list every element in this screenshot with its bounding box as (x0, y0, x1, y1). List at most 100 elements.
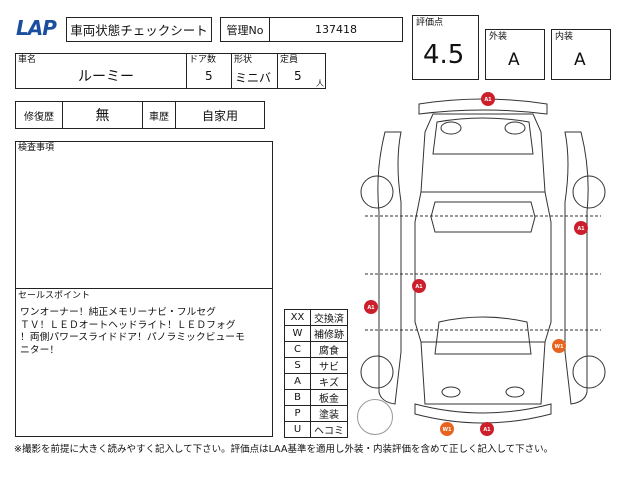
score-box: 評価点 4.5 (412, 15, 479, 80)
car-roof-outline (418, 98, 548, 115)
damage-marker (364, 300, 378, 314)
interior-box: 内装 A (551, 29, 611, 80)
kanri-label-cell: 管理No (220, 17, 270, 42)
legend-meaning: 腐食 (310, 341, 348, 358)
legend-meaning: 板金 (310, 389, 348, 406)
legend-code: S (284, 357, 311, 374)
capacity-unit: 人 (316, 79, 324, 88)
score-label: 評価点 (416, 18, 444, 28)
car-right-side (564, 131, 589, 405)
legend-code: B (284, 389, 311, 406)
car-cabin (430, 201, 536, 233)
car-windshield (432, 117, 534, 155)
exterior-value: A (508, 50, 520, 70)
doors-value: 5 (205, 69, 213, 83)
legend-code: C (284, 341, 311, 358)
doors-label: ドア数 (189, 55, 217, 65)
legend-meaning: キズ (310, 373, 348, 390)
damage-marker (481, 92, 495, 106)
sales-point-line: ニター！ (20, 344, 60, 356)
footer-note: ※撮影を前提に大きく読みやすく記入して下さい。評価点はLAA基準を適用し外装・内… (14, 444, 554, 455)
sales-points-box: セールスポイント ワンオーナー！純正メモリーナビ・フルセグ ＴＶ！ＬＥＤオートヘ… (15, 288, 273, 437)
damage-marker-code: A1 (483, 427, 491, 433)
kanri-label: 管理No (226, 23, 264, 37)
kanri-value: 137418 (315, 23, 357, 36)
legend-meaning: 交換済 (310, 309, 348, 326)
capacity-cell: 定員 5 人 (277, 53, 326, 89)
damage-marker (552, 339, 566, 353)
usage-value-cell: 自家用 (175, 101, 265, 129)
sales-point-line: ！両側パワースライドドア！パノラミックビューモ (20, 332, 245, 343)
interior-value: A (574, 50, 586, 70)
damage-marker-code: A1 (367, 305, 375, 311)
sheet-title-box: 車両状態チェックシート (66, 17, 212, 42)
legend-code: P (284, 405, 311, 422)
damage-marker-code: A1 (415, 284, 423, 290)
car-left-side (377, 131, 402, 405)
repair-value-cell: 無 (62, 101, 143, 129)
exterior-label: 外装 (489, 32, 508, 42)
inspection-label: 検査事項 (18, 143, 55, 153)
damage-marker-code: A1 (577, 226, 585, 232)
legend-code: U (284, 421, 311, 438)
usage-value: 自家用 (201, 108, 238, 123)
usage-label: 車歴 (149, 111, 169, 123)
car-rear-body (420, 341, 546, 405)
legend-meaning: サビ (310, 357, 348, 374)
car-main-body (414, 191, 552, 343)
damage-marker (574, 221, 588, 235)
wheel-front-left (360, 175, 394, 209)
sales-points-label: セールスポイント (18, 291, 91, 301)
wheel-front-right (572, 175, 606, 209)
legend-meaning: 補修跡 (310, 325, 348, 342)
capacity-label: 定員 (280, 55, 299, 65)
vehicle-name-label: 車名 (18, 55, 37, 65)
doors-cell: ドア数 5 (186, 53, 232, 89)
legend-meaning: ヘコミ (310, 421, 348, 438)
kanri-value-cell: 137418 (269, 17, 403, 42)
legend-code: XX (284, 309, 311, 326)
shape-value: ミニバ (235, 71, 272, 85)
vehicle-name-cell: 車名 ルーミー (15, 53, 187, 89)
vehicle-name-value: ルーミー (78, 69, 134, 85)
car-front-hood (420, 113, 546, 193)
repair-label-cell: 修復歴 (15, 101, 63, 129)
usage-label-cell: 車歴 (142, 101, 176, 129)
shape-cell: 形状 ミニバ (231, 53, 278, 89)
wheel-rear-right (572, 355, 606, 389)
damage-marker-code: W1 (555, 344, 565, 350)
stamp-circle (357, 399, 393, 435)
repair-label: 修復歴 (24, 111, 54, 123)
damage-marker (412, 279, 426, 293)
legend-code: W (284, 325, 311, 342)
sales-point-line: ワンオーナー！純正メモリーナビ・フルセグ (20, 307, 216, 318)
exterior-box: 外装 A (485, 29, 545, 80)
capacity-value: 5 (294, 69, 302, 83)
damage-marker-code: A1 (484, 97, 492, 103)
sales-points-text: ワンオーナー！純正メモリーナビ・フルセグ ＴＶ！ＬＥＤオートヘッドライト！ＬＥＤ… (20, 307, 245, 357)
lap-logo: LAP (16, 16, 57, 40)
interior-label: 内装 (555, 32, 574, 42)
sales-point-line: ＴＶ！ＬＥＤオートヘッドライト！ＬＥＤフォグ (20, 319, 236, 331)
repair-value: 無 (95, 108, 110, 124)
score-value: 4.5 (423, 40, 465, 70)
damage-marker (440, 422, 454, 436)
shape-label: 形状 (234, 55, 253, 65)
car-rear-bumper (414, 403, 552, 424)
wheel-rear-left (360, 355, 394, 389)
sheet-title: 車両状態チェックシート (70, 23, 208, 38)
damage-marker (480, 422, 494, 436)
inspection-box: 検査事項 (15, 141, 273, 289)
car-rear-window (434, 316, 532, 355)
legend-meaning: 塗装 (310, 405, 348, 422)
